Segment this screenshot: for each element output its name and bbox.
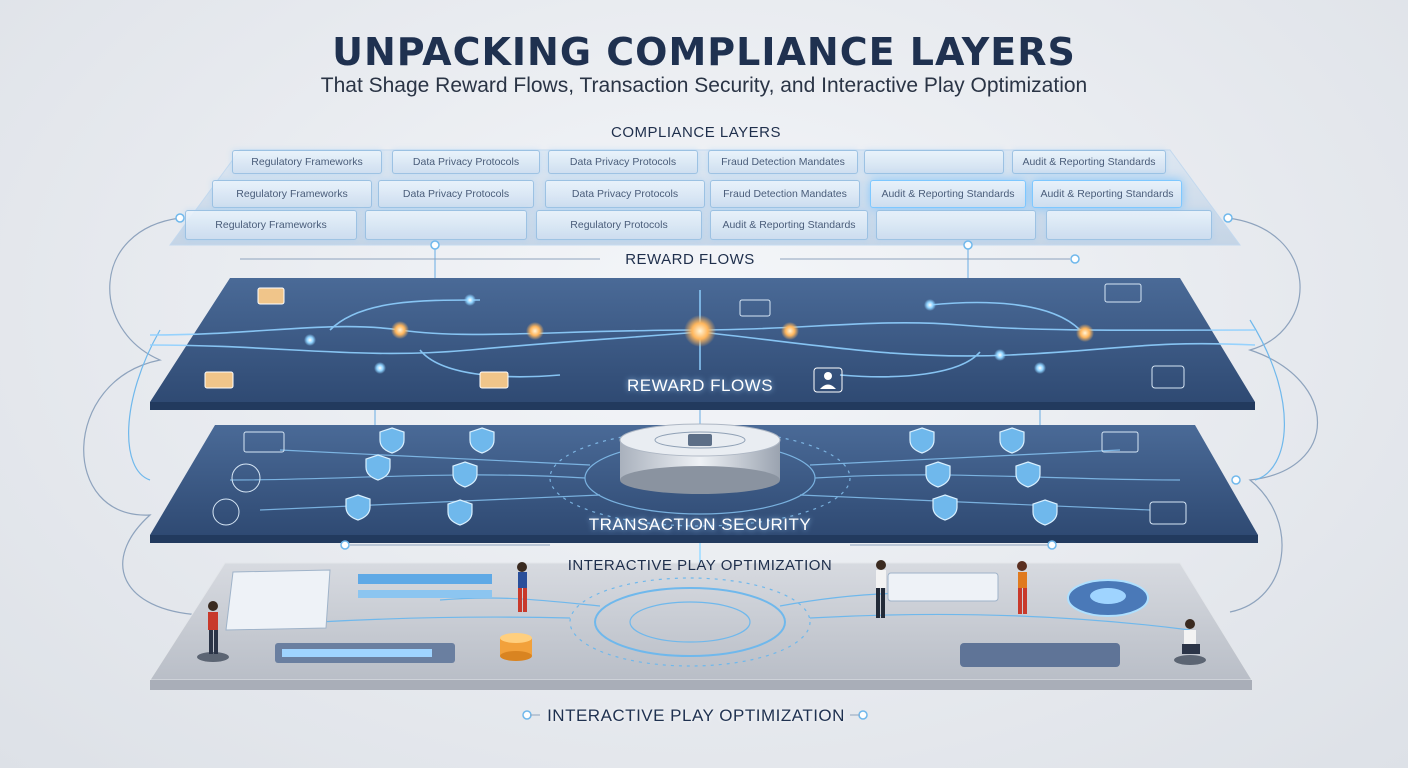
compliance-tile: Regulatory Frameworks bbox=[232, 150, 382, 174]
compliance-layers-label: COMPLIANCE LAYERS bbox=[611, 124, 781, 141]
compliance-tile: Fraud Detection Mandates bbox=[708, 150, 858, 174]
compliance-tile bbox=[1046, 210, 1212, 240]
reward-flows-plate-label: REWARD FLOWS bbox=[627, 376, 773, 396]
compliance-tile bbox=[365, 210, 527, 240]
compliance-tile: Audit & Reporting Standards bbox=[1032, 180, 1182, 208]
page-title: UNPACKING COMPLIANCE LAYERS bbox=[0, 30, 1408, 74]
chip-stack-icon bbox=[500, 633, 532, 661]
compliance-tile: Data Privacy Protocols bbox=[392, 150, 540, 174]
compliance-tile: Audit & Reporting Standards bbox=[710, 210, 868, 240]
compliance-tile: Regulatory Frameworks bbox=[185, 210, 357, 240]
compliance-tile: Data Privacy Protocols bbox=[378, 180, 534, 208]
compliance-tile bbox=[876, 210, 1036, 240]
compliance-tile: Regulatory Frameworks bbox=[212, 180, 372, 208]
play-plate bbox=[150, 560, 1252, 690]
compliance-tile: Data Privacy Protocols bbox=[548, 150, 698, 174]
compliance-tile: Data Privacy Protocols bbox=[545, 180, 705, 208]
transaction-security-plate-label: TRANSACTION SECURITY bbox=[589, 515, 812, 535]
server-disk-icon bbox=[620, 424, 780, 494]
compliance-tile: Audit & Reporting Standards bbox=[1012, 150, 1166, 174]
reward-flows-label: REWARD FLOWS bbox=[625, 251, 755, 268]
interactive-play-label: INTERACTIVE PLAY OPTIMIZATION bbox=[568, 557, 833, 574]
compliance-tile: Audit & Reporting Standards bbox=[870, 180, 1026, 208]
game-wheel bbox=[1068, 580, 1148, 616]
interactive-play-bottom-label: INTERACTIVE PLAY OPTIMIZATION bbox=[547, 706, 845, 726]
compliance-tile: Regulatory Protocols bbox=[536, 210, 702, 240]
compliance-tile bbox=[864, 150, 1004, 174]
compliance-tile: Fraud Detection Mandates bbox=[710, 180, 860, 208]
page-subtitle: That Shage Reward Flows, Transaction Sec… bbox=[0, 74, 1408, 98]
